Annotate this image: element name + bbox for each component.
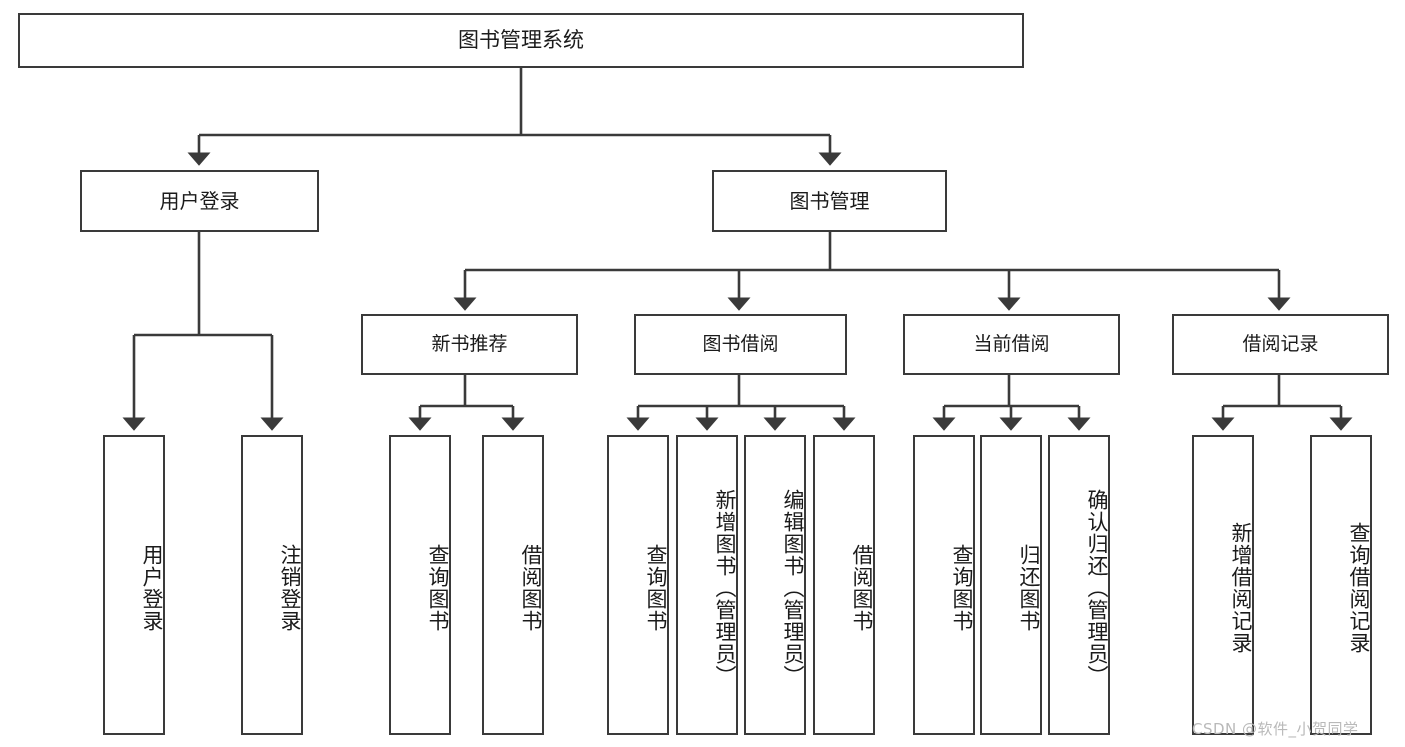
leaf-borrow-borrow-book-label: 借阅图书	[850, 544, 874, 632]
leaf-borrow-query-book-label: 查询图书	[644, 544, 668, 632]
leaf-current-query-book[interactable]: 查询图书	[913, 435, 975, 735]
csdn-watermark: CSDN @软件_小贺同学	[1192, 720, 1359, 738]
node-book-borrow-label: 图书借阅	[702, 332, 779, 355]
node-new-book-recommend[interactable]: 新书推荐	[361, 314, 578, 375]
leaf-user-login-logout-label: 注销登录	[278, 544, 302, 632]
leaf-new-book-borrow-label: 借阅图书	[519, 544, 543, 632]
leaf-user-login-logout[interactable]: 注销登录	[241, 435, 303, 735]
node-root-system[interactable]: 图书管理系统	[18, 13, 1024, 68]
leaf-new-book-query[interactable]: 查询图书	[389, 435, 451, 735]
leaf-record-add-record-label: 新增借阅记录	[1229, 522, 1253, 654]
leaf-borrow-add-book-label: 新增图书（管理员）	[713, 489, 737, 687]
leaf-borrow-edit-book[interactable]: 编辑图书（管理员）	[744, 435, 806, 735]
leaf-user-login-login[interactable]: 用户登录	[103, 435, 165, 735]
leaf-new-book-query-label: 查询图书	[426, 544, 450, 632]
leaf-new-book-borrow[interactable]: 借阅图书	[482, 435, 544, 735]
node-book-management-label: 图书管理	[789, 188, 870, 213]
node-borrow-record-label: 借阅记录	[1242, 332, 1319, 355]
node-new-book-recommend-label: 新书推荐	[431, 332, 508, 355]
node-root-system-label: 图书管理系统	[458, 27, 584, 52]
leaf-borrow-borrow-book[interactable]: 借阅图书	[813, 435, 875, 735]
node-book-management[interactable]: 图书管理	[712, 170, 947, 232]
node-current-borrow-label: 当前借阅	[973, 332, 1050, 355]
leaf-borrow-edit-book-label: 编辑图书（管理员）	[781, 489, 805, 687]
leaf-current-return-book-label: 归还图书	[1017, 544, 1041, 632]
leaf-user-login-login-label: 用户登录	[140, 544, 164, 632]
node-borrow-record[interactable]: 借阅记录	[1172, 314, 1389, 375]
node-user-login[interactable]: 用户登录	[80, 170, 319, 232]
leaf-current-confirm-return-label: 确认归还（管理员）	[1085, 489, 1109, 687]
leaf-current-confirm-return[interactable]: 确认归还（管理员）	[1048, 435, 1110, 735]
node-book-borrow[interactable]: 图书借阅	[634, 314, 847, 375]
leaf-record-query-record[interactable]: 查询借阅记录	[1310, 435, 1372, 735]
leaf-current-return-book[interactable]: 归还图书	[980, 435, 1042, 735]
leaf-current-query-book-label: 查询图书	[950, 544, 974, 632]
leaf-borrow-query-book[interactable]: 查询图书	[607, 435, 669, 735]
leaf-record-add-record[interactable]: 新增借阅记录	[1192, 435, 1254, 735]
node-current-borrow[interactable]: 当前借阅	[903, 314, 1120, 375]
leaf-record-query-record-label: 查询借阅记录	[1347, 522, 1371, 654]
leaf-borrow-add-book[interactable]: 新增图书（管理员）	[676, 435, 738, 735]
node-user-login-label: 用户登录	[159, 188, 240, 213]
